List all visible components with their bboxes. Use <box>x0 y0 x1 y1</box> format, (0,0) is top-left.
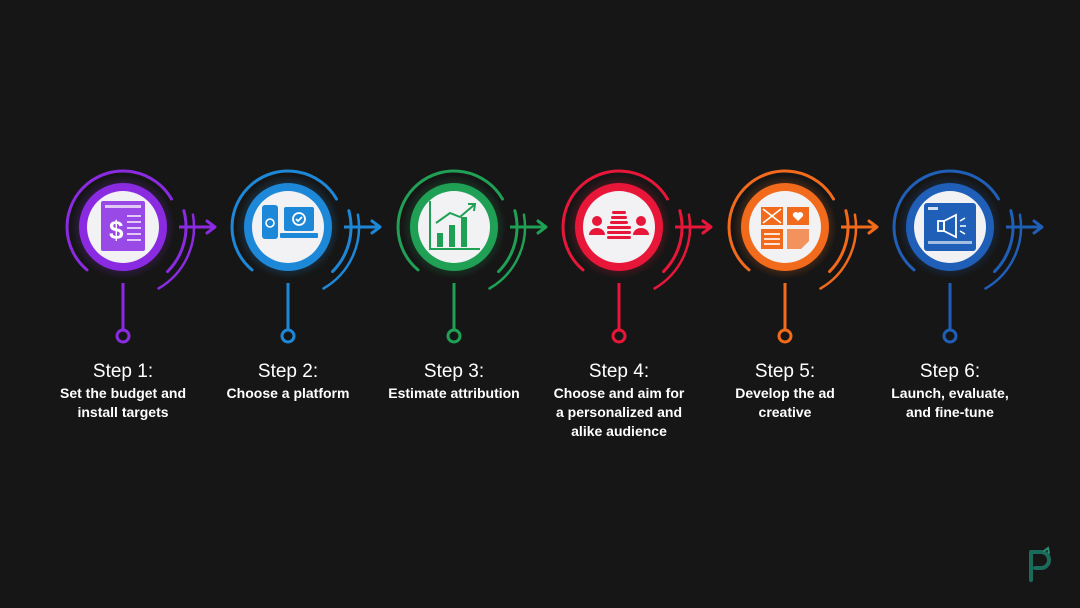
arrow-right-icon <box>205 219 217 235</box>
step-description: Choose a platform <box>208 384 368 403</box>
pin-dot <box>115 328 131 344</box>
budget-dollar-icon: $ <box>101 201 145 251</box>
step-description-line: Develop the ad <box>735 385 835 401</box>
arrow-right-icon <box>701 219 713 235</box>
pin-dot <box>942 328 958 344</box>
step-4: Step 4: Choose and aim for a personalized … <box>539 0 713 608</box>
step-3: Step 3: Estimate attribution <box>374 0 548 608</box>
step-icon-badge <box>749 191 821 263</box>
step-title: Step 6: <box>919 361 981 382</box>
devices-icon <box>262 205 318 239</box>
step-description: Launch, evaluate, and fine-tune <box>870 384 1030 422</box>
step-description-line: alike audience <box>571 423 667 439</box>
step-description-line: and fine-tune <box>906 404 994 420</box>
step-description-line: Launch, evaluate, <box>891 385 1009 401</box>
step-2-graphic <box>230 169 382 344</box>
step-1: $ Step 1: Set the budget and install target… <box>43 0 217 608</box>
step-description-line: creative <box>758 404 812 420</box>
audience-icon <box>589 211 649 239</box>
launch-megaphone-icon <box>924 203 976 251</box>
step-2: Step 2: Choose a platform <box>208 0 382 608</box>
pin-dot <box>446 328 462 344</box>
step-5-graphic <box>727 169 879 344</box>
step-6: Step 6: Launch, evaluate, and fine-tune <box>870 0 1044 608</box>
step-description: Set the budget and install targets <box>43 384 203 422</box>
step-description: Develop the ad creative <box>705 384 865 422</box>
step-title: Step 1: <box>92 361 154 382</box>
step-description-line: Set the budget and <box>60 385 186 401</box>
arrow-right-icon <box>370 219 382 235</box>
arrow-right-icon <box>1032 219 1044 235</box>
step-title: Step 3: <box>423 361 485 382</box>
pin-dot <box>777 328 793 344</box>
step-description-line: Choose a platform <box>226 385 350 401</box>
svg-text:$: $ <box>109 215 124 245</box>
arrow-right-icon <box>536 219 548 235</box>
step-5: Step 5: Develop the ad creative <box>705 0 879 608</box>
step-description: Estimate attribution <box>374 384 534 403</box>
step-description-line: a personalized and <box>555 404 683 420</box>
ad-creative-icon <box>761 207 809 249</box>
step-title: Step 4: <box>588 361 650 382</box>
step-title: Step 5: <box>754 361 816 382</box>
step-4-graphic <box>561 169 713 344</box>
step-description-line: install targets <box>77 404 169 420</box>
pin-dot <box>280 328 296 344</box>
step-description-line: Choose and aim for <box>553 385 685 401</box>
step-1-graphic: $ <box>65 169 217 344</box>
brand-logo-icon <box>1029 546 1051 582</box>
pin-dot <box>611 328 627 344</box>
step-description: Choose and aim for a personalized and alik… <box>539 384 699 441</box>
step-6-graphic <box>892 169 1044 344</box>
step-title: Step 2: <box>257 361 319 382</box>
arrow-right-icon <box>867 219 879 235</box>
growth-chart-icon <box>429 201 480 250</box>
step-3-graphic <box>396 169 548 344</box>
step-description-line: Estimate attribution <box>388 385 520 401</box>
